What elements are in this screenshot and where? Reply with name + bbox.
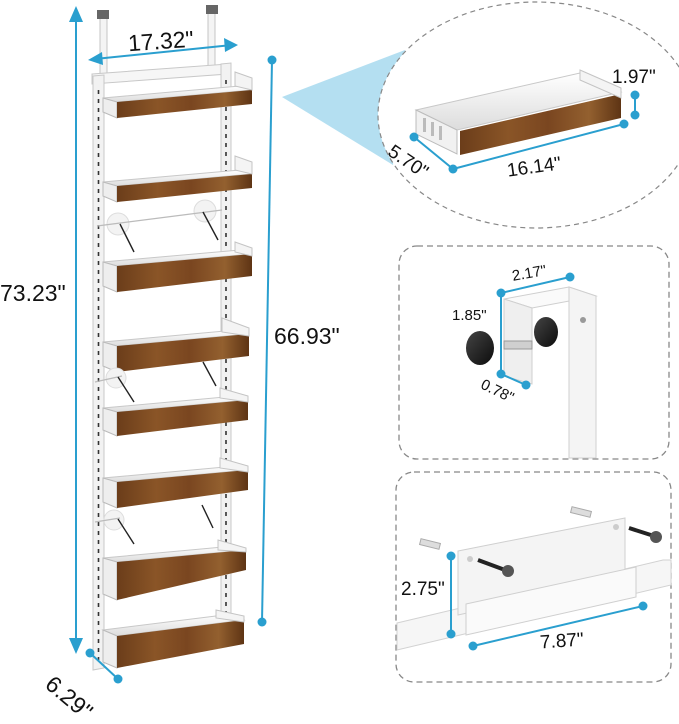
shelf-callout [282, 1, 679, 229]
shelf-7 [102, 539, 247, 601]
bracket-length-label: 7.87" [539, 629, 585, 654]
rail-height-label: 66.93" [274, 323, 340, 349]
hook-height-label: 1.85" [452, 307, 487, 324]
shelf-1 [102, 71, 253, 119]
dimension-width [88, 38, 238, 65]
main-rack [91, 5, 253, 671]
shelf-5 [102, 387, 249, 437]
shelf-3 [102, 241, 253, 293]
shelf-height-label: 1.97" [612, 67, 656, 88]
width-label: 17.32" [127, 25, 195, 57]
door-strap [94, 504, 214, 545]
shelf-2 [102, 155, 253, 203]
shelf-6 [102, 457, 249, 509]
door-hooks [97, 5, 218, 75]
dimension-depth [85, 648, 123, 684]
wall-bracket-callout [395, 471, 672, 683]
callout-pointer [282, 50, 405, 165]
door-strap [94, 361, 217, 403]
door-hook-callout [398, 245, 670, 460]
bracket-height-label: 2.75" [401, 579, 445, 600]
shelf-4 [102, 317, 250, 373]
top-crossbar [91, 63, 229, 85]
dimension-total-height [69, 6, 83, 654]
left-rail [92, 74, 105, 671]
door-strap [96, 199, 223, 253]
knob-icon [466, 331, 494, 365]
dimension-rail-height [257, 55, 277, 627]
illustration-canvas [69, 1, 679, 684]
total-height-label: 73.23" [0, 280, 66, 306]
shelf-8 [101, 609, 246, 669]
